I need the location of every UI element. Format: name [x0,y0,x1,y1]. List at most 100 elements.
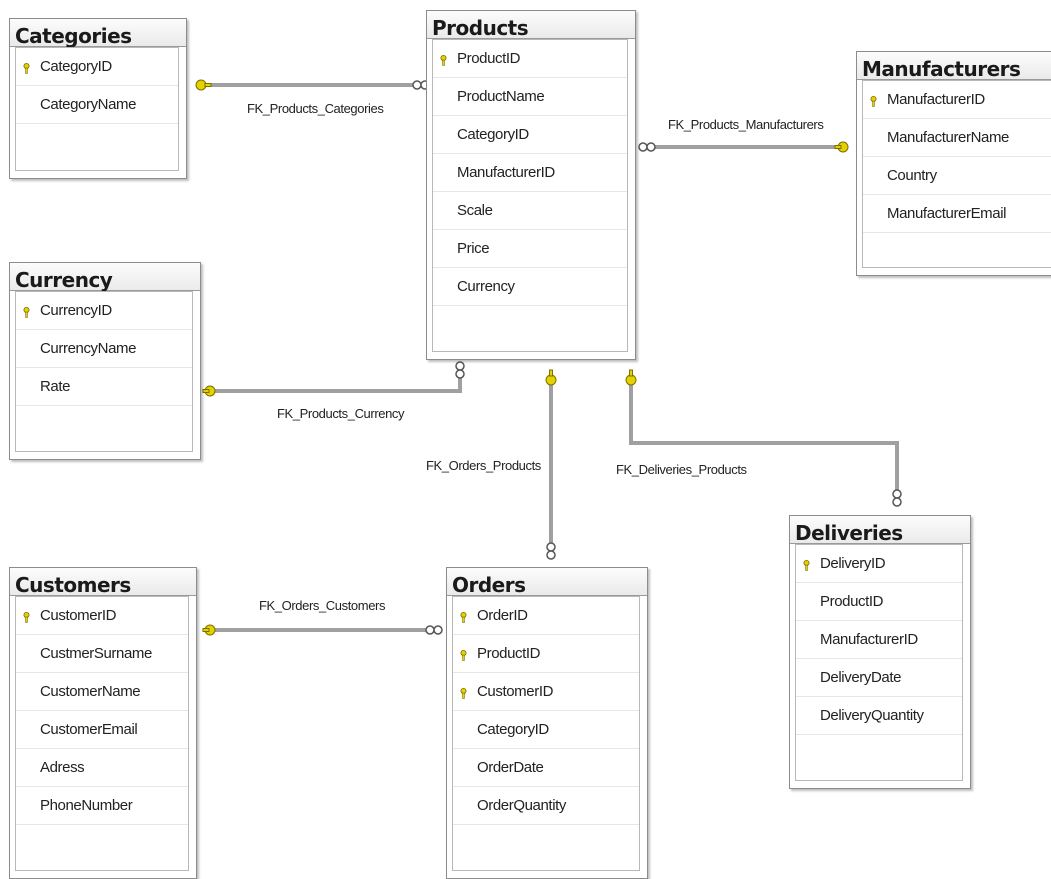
table-title: Customers [10,568,196,597]
column-row[interactable]: CategoryID [453,711,639,749]
column-row[interactable]: ManufacturerID [796,621,962,659]
column-name: DeliveryID [820,555,886,572]
fk-products-currency-label[interactable]: FK_Products_Currency [277,406,405,421]
column-row[interactable]: ManufacturerID [863,81,1051,119]
column-row[interactable]: DeliveryQuantity [796,697,962,735]
table-title: Manufacturers [857,52,1051,81]
column-row[interactable]: ProductID [796,583,962,621]
column-row[interactable]: Adress [16,749,188,787]
column-row[interactable]: DeliveryID [796,545,962,583]
column-list: CategoryID CategoryName [15,47,179,171]
primary-key-icon [23,610,30,623]
column-row[interactable]: CategoryID [433,116,627,154]
column-row[interactable]: CustomerID [16,597,188,635]
primary-key-icon [803,558,810,571]
column-row[interactable]: CategoryName [16,86,178,124]
infinity-icon [638,142,656,152]
infinity-icon [546,542,556,560]
column-row[interactable]: PhoneNumber [16,787,188,825]
column-row[interactable]: ProductID [433,40,627,78]
column-row[interactable]: Scale [433,192,627,230]
primary-key-icon [460,686,467,699]
column-name: ManufacturerID [820,631,918,648]
column-name: ProductID [477,645,541,662]
key-icon [834,141,849,153]
key-icon [625,369,637,386]
table-title: Currency [10,263,200,292]
primary-key-icon [440,53,447,66]
column-name: CustomerID [477,683,554,700]
infinity-icon [892,489,902,507]
fk-orders-customers-label[interactable]: FK_Orders_Customers [259,598,386,613]
key-icon [545,369,557,386]
infinity-icon [425,625,443,635]
column-row[interactable]: CategoryID [16,48,178,86]
column-name: CategoryID [457,126,529,143]
column-list: DeliveryID ProductID ManufacturerID Deliver… [795,544,963,781]
fk-orders-products-label[interactable]: FK_Orders_Products [426,458,541,473]
primary-key-icon [23,61,30,74]
column-name: CategoryName [40,96,137,113]
column-row[interactable]: OrderDate [453,749,639,787]
column-row[interactable]: Price [433,230,627,268]
column-row[interactable]: ManufacturerName [863,119,1051,157]
fk-deliveries-products-label[interactable]: FK_Deliveries_Products [616,462,747,477]
column-name: CustomerID [40,607,117,624]
column-row[interactable]: OrderQuantity [453,787,639,825]
column-row[interactable]: CurrencyID [16,292,192,330]
column-name: DeliveryDate [820,669,902,686]
column-name: CustomerName [40,683,141,700]
column-row[interactable]: ProductID [453,635,639,673]
column-row[interactable]: Country [863,157,1051,195]
column-name: CategoryID [477,721,549,738]
column-name: ManufacturerID [887,91,985,108]
column-row[interactable]: Rate [16,368,192,406]
key-icon [202,624,216,636]
column-row[interactable]: CurrencyName [16,330,192,368]
column-name: Currency [457,278,515,295]
column-row[interactable]: OrderID [453,597,639,635]
infinity-icon [455,361,465,379]
column-name: Country [887,167,937,184]
key-icon [202,385,216,397]
column-row[interactable]: ProductName [433,78,627,116]
column-name: CustomerEmail [40,721,138,738]
column-name: DeliveryQuantity [820,707,924,724]
column-row[interactable]: DeliveryDate [796,659,962,697]
column-name: CustmerSurname [40,645,152,662]
primary-key-icon [460,610,467,623]
column-name: CurrencyID [40,302,112,319]
fk-products-manufacturers-label[interactable]: FK_Products_Manufacturers [668,117,824,132]
table-orders[interactable]: Orders OrderID ProductID CustomerID Categor… [446,567,648,879]
column-name: ProductID [820,593,884,610]
table-title: Orders [447,568,647,597]
column-row[interactable]: Currency [433,268,627,306]
column-row[interactable]: ManufacturerID [433,154,627,192]
column-name: Price [457,240,490,257]
column-row[interactable]: CustomerID [453,673,639,711]
fk-products-categories-label[interactable]: FK_Products_Categories [247,101,384,116]
key-icon [195,79,212,91]
primary-key-icon [870,94,877,107]
column-row[interactable]: CustomerName [16,673,188,711]
column-name: ManufacturerEmail [887,205,1007,222]
column-name: OrderDate [477,759,544,776]
column-row[interactable]: ManufacturerEmail [863,195,1051,233]
primary-key-icon [23,305,30,318]
column-row[interactable]: CustomerEmail [16,711,188,749]
column-row[interactable]: CustmerSurname [16,635,188,673]
column-name: CategoryID [40,58,112,75]
column-name: Adress [40,759,85,776]
column-name: CurrencyName [40,340,137,357]
column-name: ManufacturerID [457,164,555,181]
column-name: OrderID [477,607,528,624]
